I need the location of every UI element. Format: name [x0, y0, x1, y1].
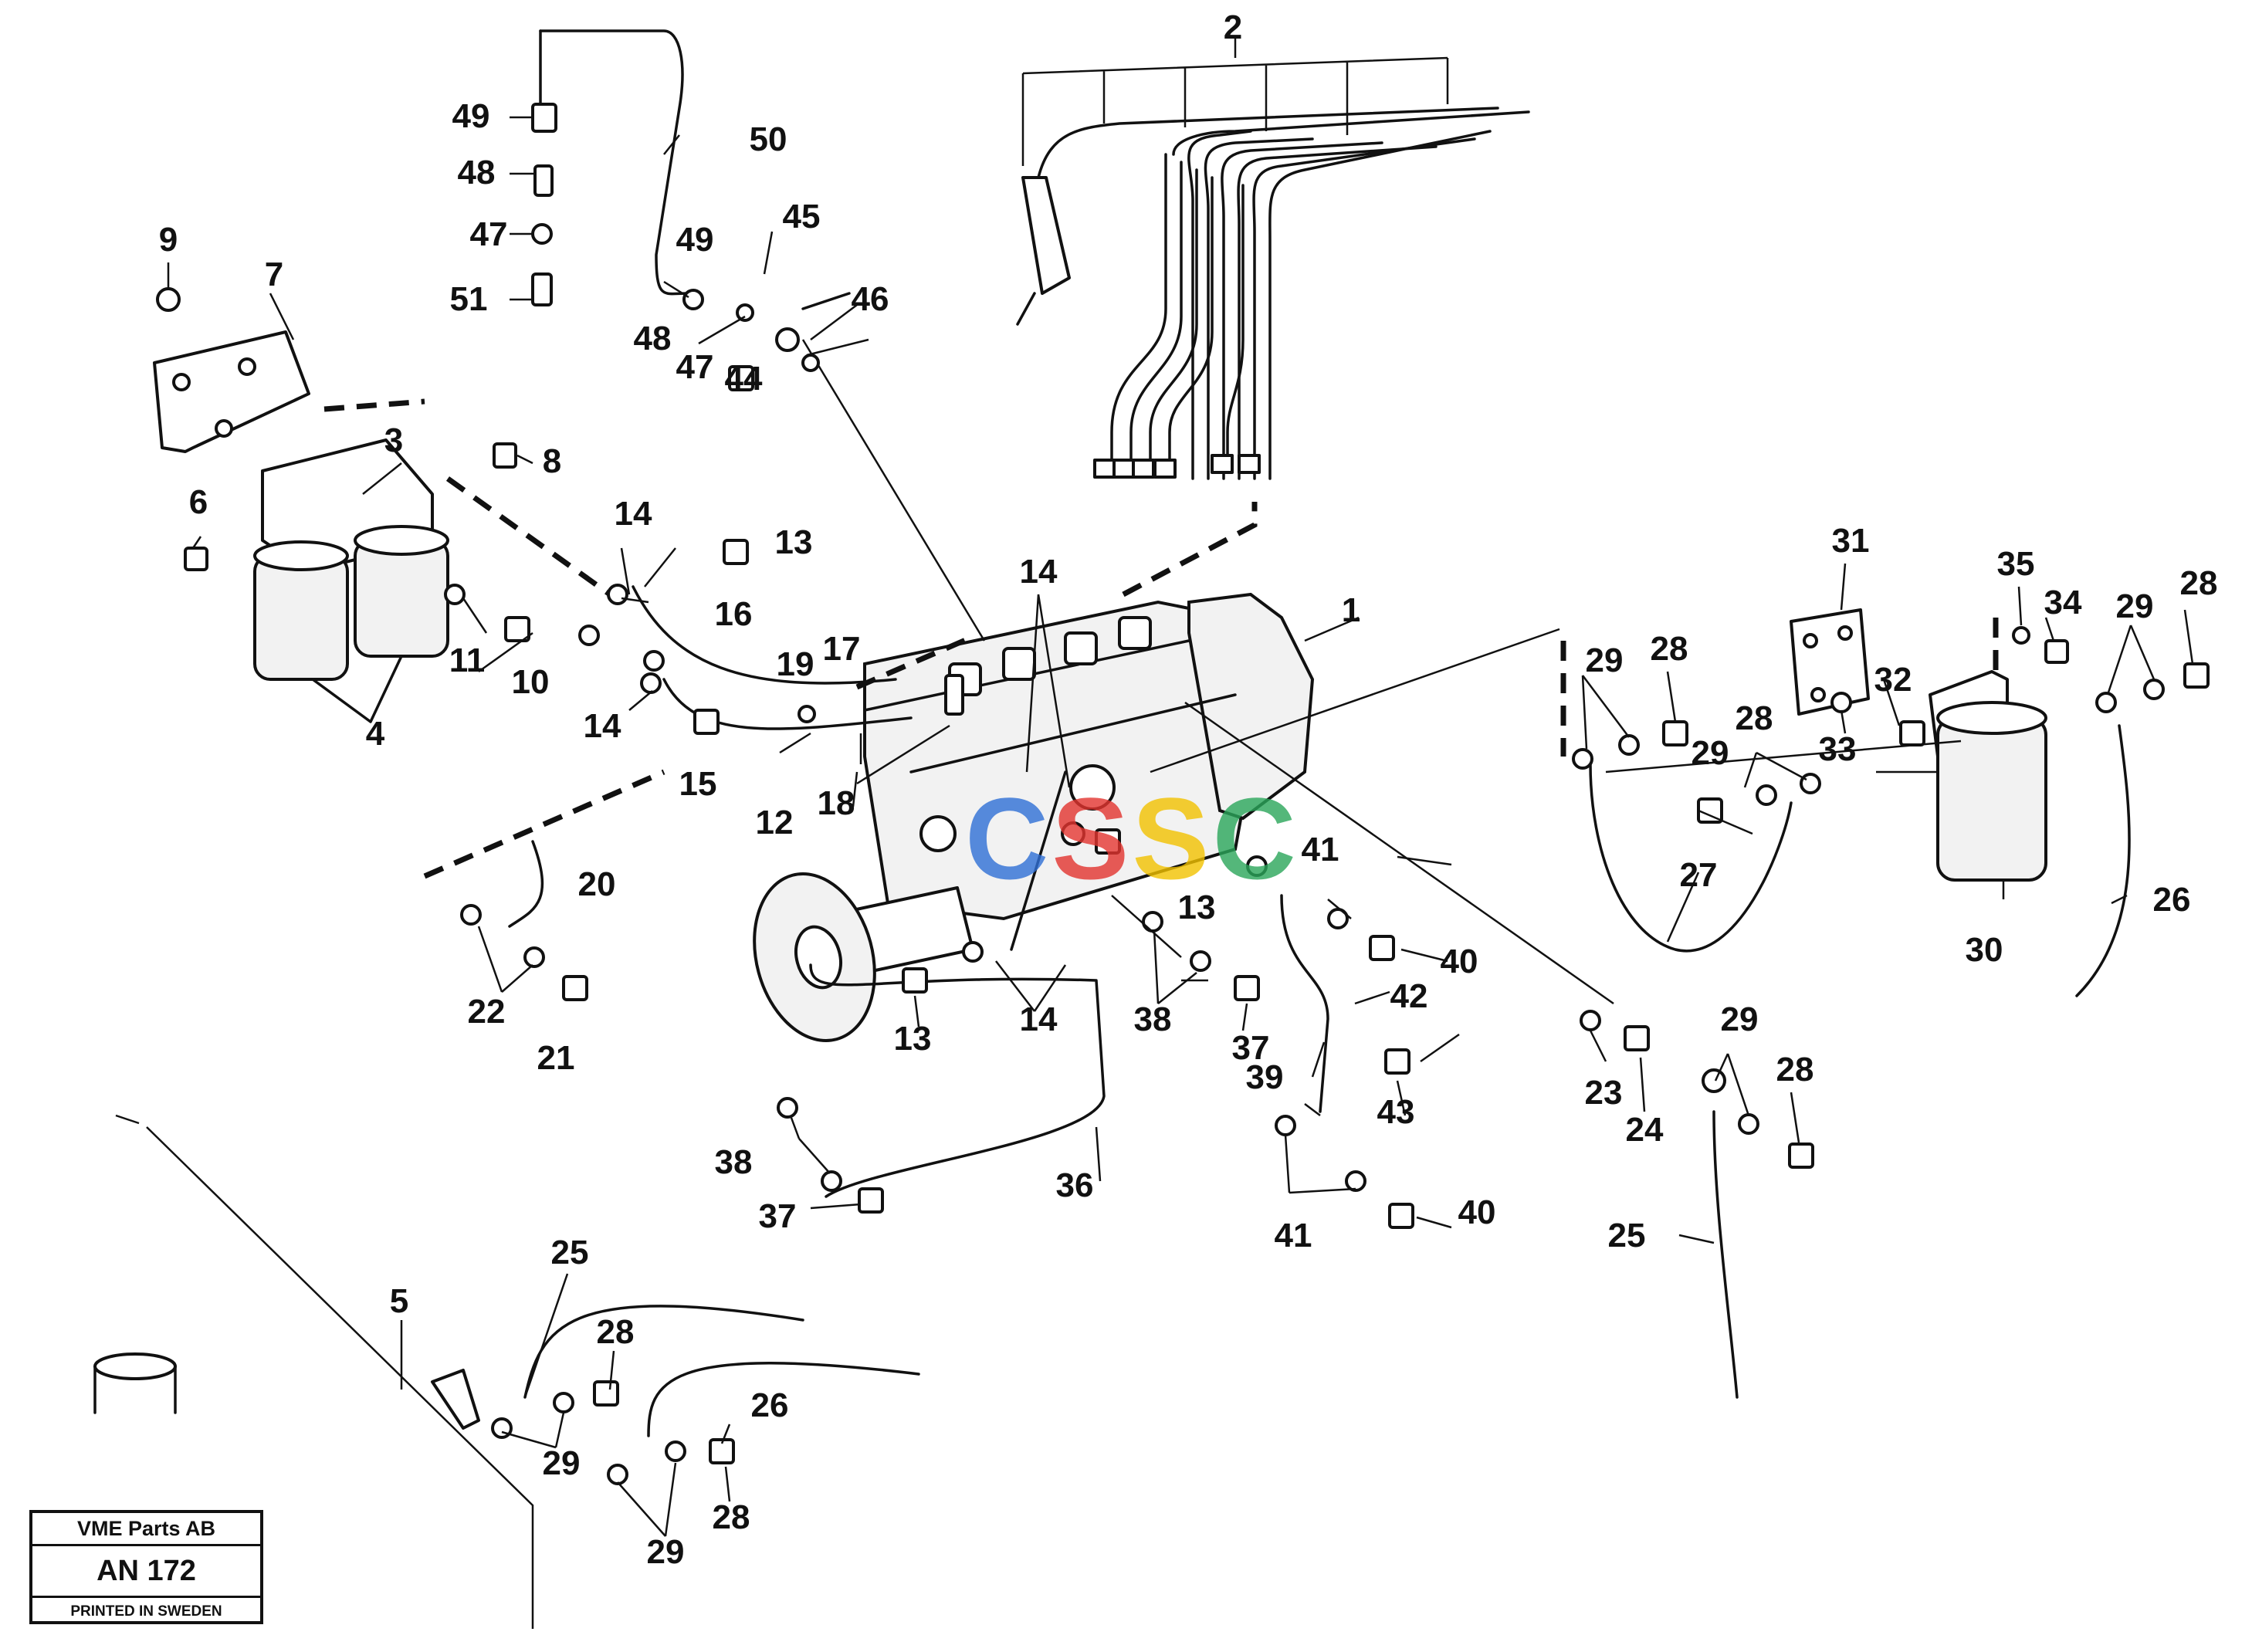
- callout-34: 34: [2044, 584, 2082, 621]
- printed-note: PRINTED IN SWEDEN: [70, 1603, 222, 1620]
- callout-11: 11: [449, 642, 486, 679]
- callout-28f: 28: [713, 1498, 750, 1536]
- callout-9: 9: [159, 221, 178, 259]
- company-name: VME Parts AB: [32, 1513, 260, 1546]
- callout-6: 6: [189, 483, 208, 521]
- secondary-filter: [1790, 608, 2047, 882]
- callout-28a: 28: [1651, 630, 1688, 668]
- callout-14a: 14: [615, 495, 652, 533]
- callout-14b: 14: [584, 707, 621, 745]
- title-block: VME Parts AB AN 172 PRINTED IN SWEDEN: [29, 1510, 263, 1624]
- callout-23: 23: [1585, 1074, 1623, 1112]
- callout-13a: 13: [775, 523, 813, 561]
- callout-3: 3: [384, 421, 403, 459]
- callout-49b: 49: [676, 221, 714, 259]
- callout-15: 15: [679, 765, 717, 803]
- callout-37b: 37: [759, 1197, 797, 1235]
- callout-25a: 25: [1608, 1217, 1646, 1254]
- injector-pipes: [1016, 39, 1530, 480]
- callout-43: 43: [1377, 1093, 1415, 1131]
- callout-16: 16: [715, 595, 753, 633]
- callout-37a: 37: [1232, 1029, 1270, 1067]
- fuel-filter-assembly: [153, 330, 449, 723]
- callout-45: 45: [783, 198, 821, 235]
- hoses: [508, 29, 2131, 1437]
- callout-49a: 49: [452, 97, 490, 135]
- callout-7: 7: [265, 256, 283, 293]
- callout-48a: 48: [458, 154, 496, 191]
- callout-27: 27: [1680, 856, 1718, 894]
- callout-28e: 28: [597, 1313, 635, 1351]
- callout-20: 20: [578, 865, 616, 903]
- callout-28d: 28: [1776, 1051, 1814, 1088]
- callout-26b: 26: [751, 1386, 789, 1424]
- callout-22: 22: [468, 993, 506, 1031]
- callout-31: 31: [1832, 522, 1870, 560]
- callout-29d: 29: [1721, 1000, 1759, 1038]
- callout-10: 10: [512, 663, 550, 701]
- callout-2: 2: [1224, 8, 1242, 46]
- callout-47b: 47: [676, 348, 714, 386]
- callout-50: 50: [750, 120, 787, 158]
- callout-25b: 25: [551, 1234, 589, 1271]
- callout-51: 51: [450, 280, 488, 318]
- callout-26a: 26: [2153, 881, 2191, 919]
- callout-36: 36: [1056, 1166, 1094, 1204]
- callout-29a: 29: [1586, 642, 1624, 679]
- callout-35: 35: [1997, 545, 2035, 583]
- callout-18: 18: [818, 784, 855, 822]
- callout-48b: 48: [634, 320, 672, 357]
- callout-8: 8: [543, 442, 561, 480]
- callout-17: 17: [823, 630, 861, 668]
- dashed-leaders: [323, 398, 1999, 879]
- callout-41a: 41: [1302, 831, 1339, 868]
- callout-40b: 40: [1458, 1193, 1496, 1231]
- drawing-number: AN 172: [32, 1546, 260, 1598]
- callout-1: 1: [1342, 591, 1360, 629]
- callout-12: 12: [756, 804, 794, 841]
- callout-38a: 38: [1134, 1000, 1172, 1038]
- callout-44: 44: [725, 360, 763, 398]
- callout-33: 33: [1819, 730, 1857, 768]
- callout-38b: 38: [715, 1143, 753, 1181]
- fuel-tank: [93, 1114, 480, 1430]
- callout-13b: 13: [1178, 889, 1216, 926]
- callout-46: 46: [852, 280, 889, 318]
- callout-14d: 14: [1020, 1000, 1058, 1038]
- callout-29c: 29: [2116, 587, 2154, 625]
- callout-5: 5: [390, 1282, 408, 1320]
- callout-14c: 14: [1020, 553, 1058, 591]
- callout-13c: 13: [894, 1020, 932, 1058]
- callout-4: 4: [366, 715, 385, 753]
- callout-40a: 40: [1441, 943, 1478, 980]
- callout-41b: 41: [1275, 1217, 1312, 1254]
- callout-21: 21: [537, 1039, 575, 1077]
- callout-28c: 28: [2180, 564, 2218, 602]
- watermark-logo: CSSC: [965, 774, 1299, 903]
- callout-labels: 1 2 3 4 5 6 7 8 9 10 11 12 13 13 13 14 1…: [159, 8, 2218, 1571]
- fittings: [156, 103, 2210, 1485]
- callout-42: 42: [1390, 977, 1428, 1015]
- callout-29e: 29: [543, 1444, 581, 1482]
- callout-29b: 29: [1692, 734, 1729, 772]
- callout-32: 32: [1874, 661, 1912, 699]
- callout-leaders: [167, 116, 2194, 1537]
- callout-28b: 28: [1736, 699, 1773, 737]
- callout-29f: 29: [647, 1533, 685, 1571]
- callout-24: 24: [1626, 1111, 1664, 1149]
- callout-47a: 47: [470, 215, 508, 253]
- callout-30: 30: [1966, 931, 2003, 969]
- callout-39: 39: [1246, 1058, 1284, 1096]
- callout-19: 19: [777, 645, 814, 683]
